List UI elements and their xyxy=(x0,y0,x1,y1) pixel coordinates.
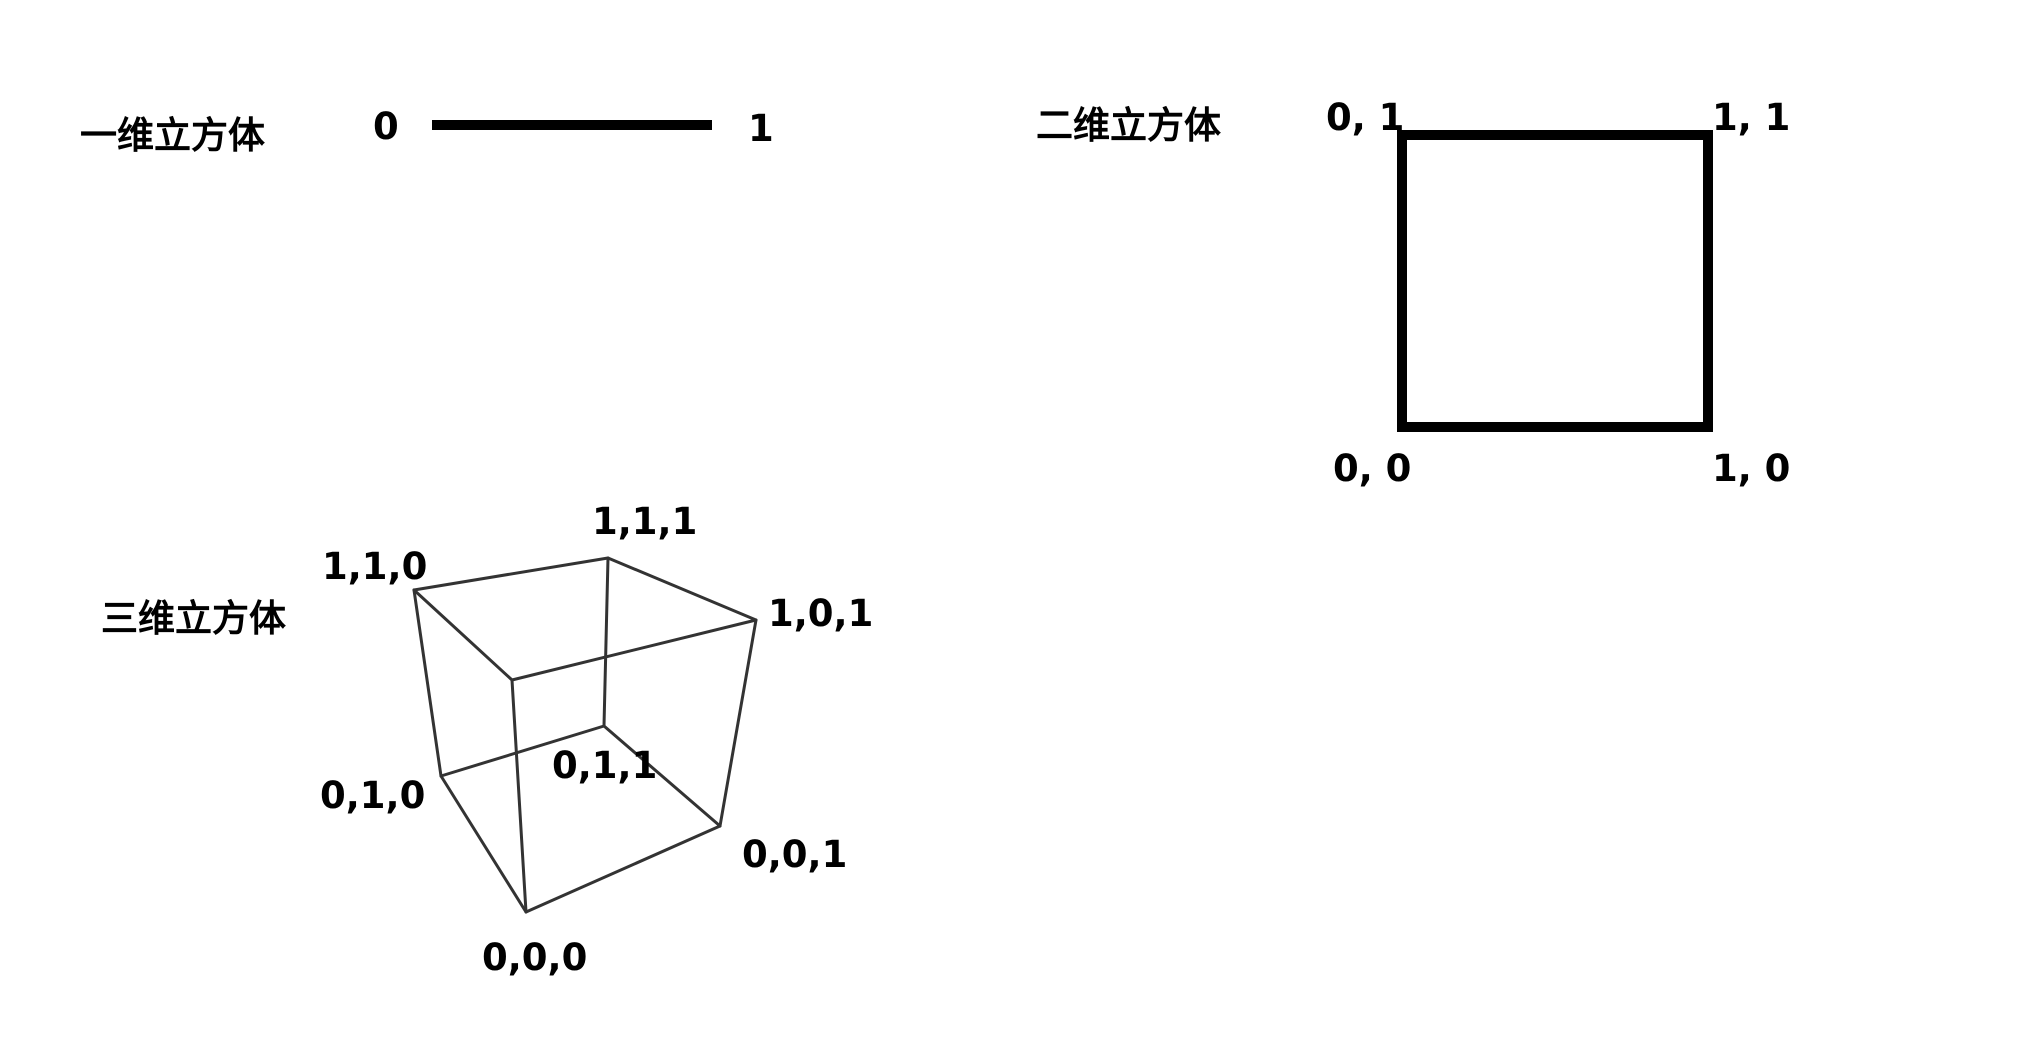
solid-cube-wireframe xyxy=(412,556,758,914)
line-cube-start-label: 0 xyxy=(373,105,399,148)
solid-cube-vertex-label-010: 0,1,0 xyxy=(320,774,426,817)
solid-cube-vertex-label-001: 0,0,1 xyxy=(742,833,848,876)
square-cube-top-left-label: 0, 1 xyxy=(1326,96,1405,139)
solid-cube-edge xyxy=(412,588,514,682)
solid-cube-edge xyxy=(602,724,722,828)
solid-cube-edge xyxy=(439,724,606,778)
solid-cube-vertex-label-110: 1,1,0 xyxy=(322,545,428,588)
solid-cube-vertex-label-000: 0,0,0 xyxy=(482,936,588,979)
line-cube-title: 一维立方体 xyxy=(80,114,265,157)
square-cube-bottom-left-label: 0, 0 xyxy=(1333,447,1412,490)
solid-cube-edge xyxy=(524,824,722,914)
square-cube-title: 二维立方体 xyxy=(1036,104,1221,147)
solid-cube-edge xyxy=(510,618,758,682)
solid-cube-vertex-label-111: 1,1,1 xyxy=(592,500,698,543)
solid-cube-edge xyxy=(606,556,758,622)
solid-cube-vertex-label-101: 1,0,1 xyxy=(768,592,874,635)
solid-cube-edge xyxy=(412,556,610,592)
square-cube-bottom-right-label: 1, 0 xyxy=(1712,447,1791,490)
solid-cube-edge xyxy=(412,588,443,778)
solid-cube-edge xyxy=(718,618,758,828)
solid-cube-edge xyxy=(439,774,528,914)
square-cube-top-right-label: 1, 1 xyxy=(1712,96,1791,139)
solid-cube-title: 三维立方体 xyxy=(101,597,286,640)
square-cube-shape xyxy=(1397,130,1713,432)
solid-cube-vertex-label-011: 0,1,1 xyxy=(552,744,658,787)
line-cube-end-label: 1 xyxy=(748,107,774,150)
solid-cube-edge xyxy=(602,556,610,728)
solid-cube-edge xyxy=(510,678,528,914)
